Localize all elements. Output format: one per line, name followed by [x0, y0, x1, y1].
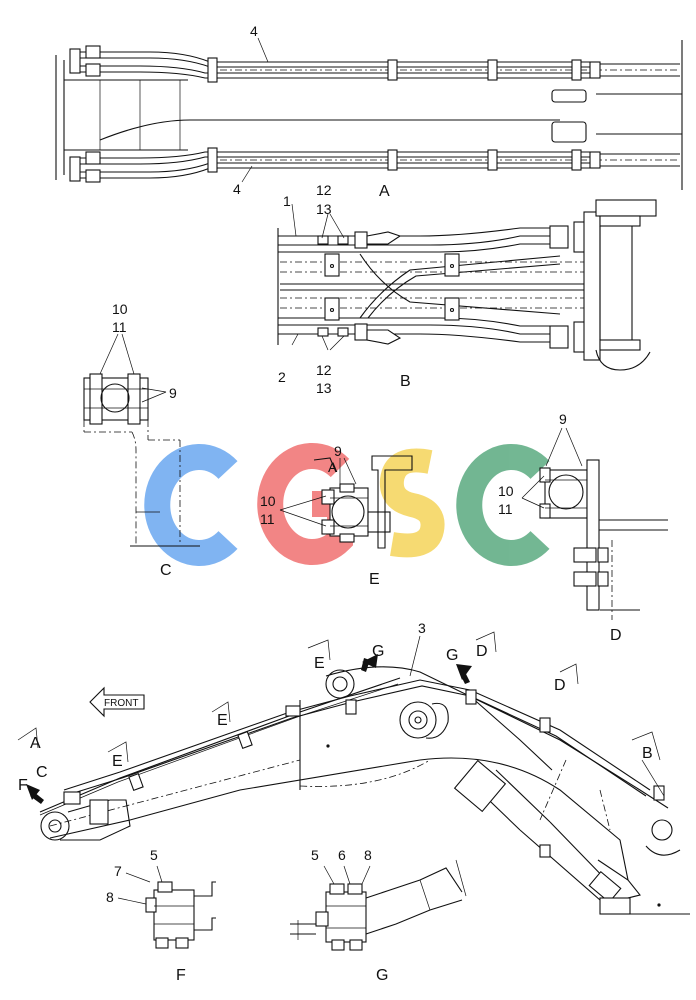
part-label-6-g: 6	[338, 847, 346, 863]
view-f-drawing	[117, 865, 216, 949]
part-label-4-bottom: 4	[233, 181, 241, 197]
part-label-10-d: 10	[498, 483, 514, 499]
part-label-12-bottom: 12	[316, 362, 332, 378]
part-label-8-g: 8	[364, 847, 372, 863]
front-arrow-icon	[89, 686, 145, 718]
view-label-e-boom-mid: E	[217, 712, 228, 729]
part-label-11-e: 11	[260, 511, 275, 527]
part-label-13-top: 13	[316, 201, 332, 217]
part-label-10-c: 10	[112, 301, 128, 317]
part-label-7-f: 7	[114, 863, 122, 879]
part-label-8-f: 8	[106, 889, 114, 905]
part-label-3: 3	[418, 620, 426, 636]
boom-arm-assembly	[39, 666, 690, 915]
view-label-c: C	[160, 562, 172, 579]
view-label-e: E	[369, 571, 380, 588]
part-label-13-bottom: 13	[316, 380, 332, 396]
view-label-d: D	[610, 627, 622, 644]
view-g-drawing	[290, 859, 467, 951]
leader-3	[409, 635, 421, 677]
part-label-9-e: 9	[334, 443, 342, 459]
section-label-a-e: A	[328, 459, 338, 475]
view-direction-marks	[17, 631, 665, 797]
view-label-f: F	[176, 967, 186, 984]
view-a-drawing	[55, 37, 683, 190]
view-label-e-arm: E	[112, 753, 123, 770]
view-label-e-boom-top: E	[314, 655, 325, 672]
view-label-d-boom-right: D	[554, 677, 566, 694]
part-label-12-top: 12	[316, 182, 332, 198]
view-e-drawing	[279, 455, 413, 549]
view-arrow-icon	[26, 654, 472, 804]
view-label-a: A	[379, 183, 390, 200]
part-label-9-c: 9	[169, 385, 177, 401]
view-b-drawing	[277, 199, 657, 371]
view-d-drawing	[521, 427, 668, 620]
part-label-1: 1	[283, 193, 291, 209]
part-label-4-top: 4	[250, 23, 258, 39]
view-label-b: B	[400, 373, 411, 390]
part-label-2: 2	[278, 369, 286, 385]
part-label-10-e: 10	[260, 493, 276, 509]
part-label-5-g: 5	[311, 847, 319, 863]
part-label-9-d: 9	[559, 411, 567, 427]
part-label-5-f: 5	[150, 847, 158, 863]
part-label-11-d: 11	[498, 501, 513, 517]
view-c-drawing	[83, 333, 200, 547]
view-label-a-arm: A	[30, 735, 41, 752]
view-label-d-boom: D	[476, 643, 488, 660]
view-label-f-arm: F	[18, 777, 28, 794]
view-label-g-boom-right: G	[446, 647, 458, 664]
watermark-logo-icon	[144, 443, 550, 566]
view-label-b-boom: B	[642, 745, 653, 762]
view-label-c-arm: C	[36, 764, 48, 781]
view-label-g: G	[376, 967, 388, 984]
view-label-g-boom: G	[372, 643, 384, 660]
part-label-11-c: 11	[112, 319, 127, 335]
front-direction-label: FRONT	[104, 698, 138, 709]
